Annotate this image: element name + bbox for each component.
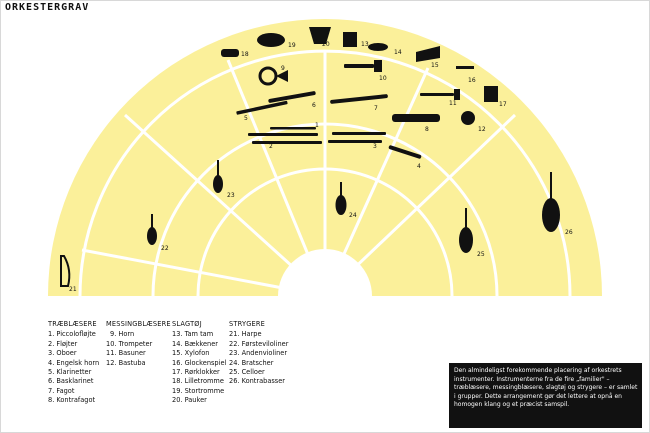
number-16: 16 (468, 77, 476, 84)
number-24: 24 (349, 212, 357, 219)
legend-item: 22. Førsteviloliner (229, 340, 288, 349)
contrabassoon-icon (392, 114, 440, 122)
legend-item: 15. Xylofon (172, 349, 226, 358)
number-10: 10 (379, 75, 387, 82)
number-12: 12 (478, 126, 486, 133)
legend-item: 8. Kontrafagot (48, 396, 99, 405)
first-violin-icon (147, 227, 157, 245)
legend-item: 26. Kontrabasser (229, 377, 288, 386)
legend-item: 19. Stortromme (172, 387, 226, 396)
number-5: 5 (244, 115, 248, 122)
number-22: 22 (161, 245, 169, 252)
number-4: 4 (417, 163, 421, 170)
number-18: 18 (241, 51, 249, 58)
tuba-icon (461, 111, 475, 125)
legend-item: 25. Celloer (229, 368, 288, 377)
legend-strings: STRYGERE 21. Harpe 22. Førsteviloliner 2… (229, 320, 288, 387)
number-9: 9 (281, 65, 285, 72)
legend-item: 2. Fløjter (48, 340, 99, 349)
number-23: 23 (227, 192, 235, 199)
legend-heading: MESSINGBLÆSERE (106, 320, 171, 329)
legend-woodwinds: TRÆBLÆSERE 1. Piccolofløjte 2. Fløjter 3… (48, 320, 99, 406)
number-20: 20 (322, 41, 330, 48)
number-2: 2 (269, 143, 273, 150)
number-1: 1 (315, 122, 319, 129)
tubular-bells-icon (484, 86, 498, 102)
legend-percussion: SLAGTØJ 13. Tam tam 14. Bækkener 15. Xyl… (172, 320, 226, 406)
bass-drum-icon (257, 33, 285, 47)
legend-item: 1. Piccolofløjte (48, 330, 99, 339)
oboe-icon (332, 132, 386, 135)
double-bass-icon (542, 198, 560, 232)
legend-item: 5. Klarinetter (48, 368, 99, 377)
snare-drum-icon (221, 49, 239, 57)
number-17: 17 (499, 101, 507, 108)
legend-item: 18. Lilletromme (172, 377, 226, 386)
number-21: 21 (69, 286, 77, 293)
legend-item: 16. Glockenspiel (172, 359, 226, 368)
legend-item: 10. Trompeter (106, 340, 171, 349)
number-6: 6 (312, 102, 316, 109)
legend-heading: TRÆBLÆSERE (48, 320, 99, 329)
legend-item: 9. Horn (106, 330, 171, 339)
legend-item: 13. Tam tam (172, 330, 226, 339)
number-14: 14 (394, 49, 402, 56)
description-box: Den almindeligst forekommende placering … (449, 363, 642, 428)
legend-heading: STRYGERE (229, 320, 288, 329)
second-violin-icon (213, 175, 223, 193)
number-3: 3 (373, 143, 377, 150)
flute-icon-2 (252, 141, 322, 144)
tam-tam-icon (343, 32, 357, 47)
legend-item: 11. Basuner (106, 349, 171, 358)
legend-item: 17. Rørklokker (172, 368, 226, 377)
piccolo-icon (270, 127, 316, 130)
number-15: 15 (431, 62, 439, 69)
number-13: 13 (361, 41, 369, 48)
flute-icon (248, 133, 318, 136)
trumpet-icon (344, 64, 374, 68)
legend-brass: MESSINGBLÆSERE 9. Horn 10. Trompeter 11.… (106, 320, 171, 368)
trombone-icon (420, 93, 454, 96)
number-25: 25 (477, 251, 485, 258)
cymbals-icon (368, 43, 388, 51)
legend-item: 7. Fagot (48, 387, 99, 396)
orchestra-seating-diagram: 1 2 3 4 5 6 7 8 9 10 11 12 13 14 15 16 1… (0, 0, 650, 300)
legend-item: 14. Bækkener (172, 340, 226, 349)
number-19: 19 (288, 42, 296, 49)
number-7: 7 (374, 105, 378, 112)
legend-item: 4. Engelsk horn (48, 359, 99, 368)
number-8: 8 (425, 126, 429, 133)
number-11: 11 (449, 100, 457, 107)
legend-item: 3. Oboer (48, 349, 99, 358)
number-26: 26 (565, 229, 573, 236)
legend-item: 24. Bratscher (229, 359, 288, 368)
legend-item: 12. Bastuba (106, 359, 171, 368)
legend-item: 23. Andenvioliner (229, 349, 288, 358)
legend-item: 6. Basklarinet (48, 377, 99, 386)
legend-item: 20. Pauker (172, 396, 226, 405)
legend-heading: SLAGTØJ (172, 320, 226, 329)
legend-item: 21. Harpe (229, 330, 288, 339)
glockenspiel-icon (456, 66, 474, 69)
cello-icon (459, 227, 473, 253)
